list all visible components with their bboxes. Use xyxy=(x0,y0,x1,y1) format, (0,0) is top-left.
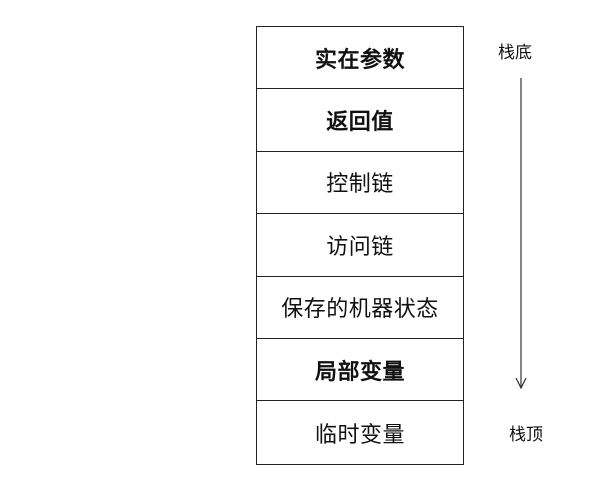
arrow-down-icon xyxy=(515,78,527,390)
stack-cell-control-link: 控制链 xyxy=(257,152,463,215)
stack-cell-return-value: 返回值 xyxy=(257,89,463,152)
stack-cell-local-variables: 局部变量 xyxy=(257,339,463,402)
stack-frame-table: 实在参数 返回值 控制链 访问链 保存的机器状态 局部变量 临时变量 xyxy=(256,26,464,465)
stack-cell-saved-machine-state: 保存的机器状态 xyxy=(257,277,463,339)
stack-cell-access-link: 访问链 xyxy=(257,214,463,277)
stack-bottom-label: 栈底 xyxy=(498,43,532,63)
stack-cell-temporary-variables: 临时变量 xyxy=(314,422,405,448)
stack-top-label: 栈顶 xyxy=(509,425,543,445)
stack-cell-actual-params: 实在参数 xyxy=(257,27,463,90)
